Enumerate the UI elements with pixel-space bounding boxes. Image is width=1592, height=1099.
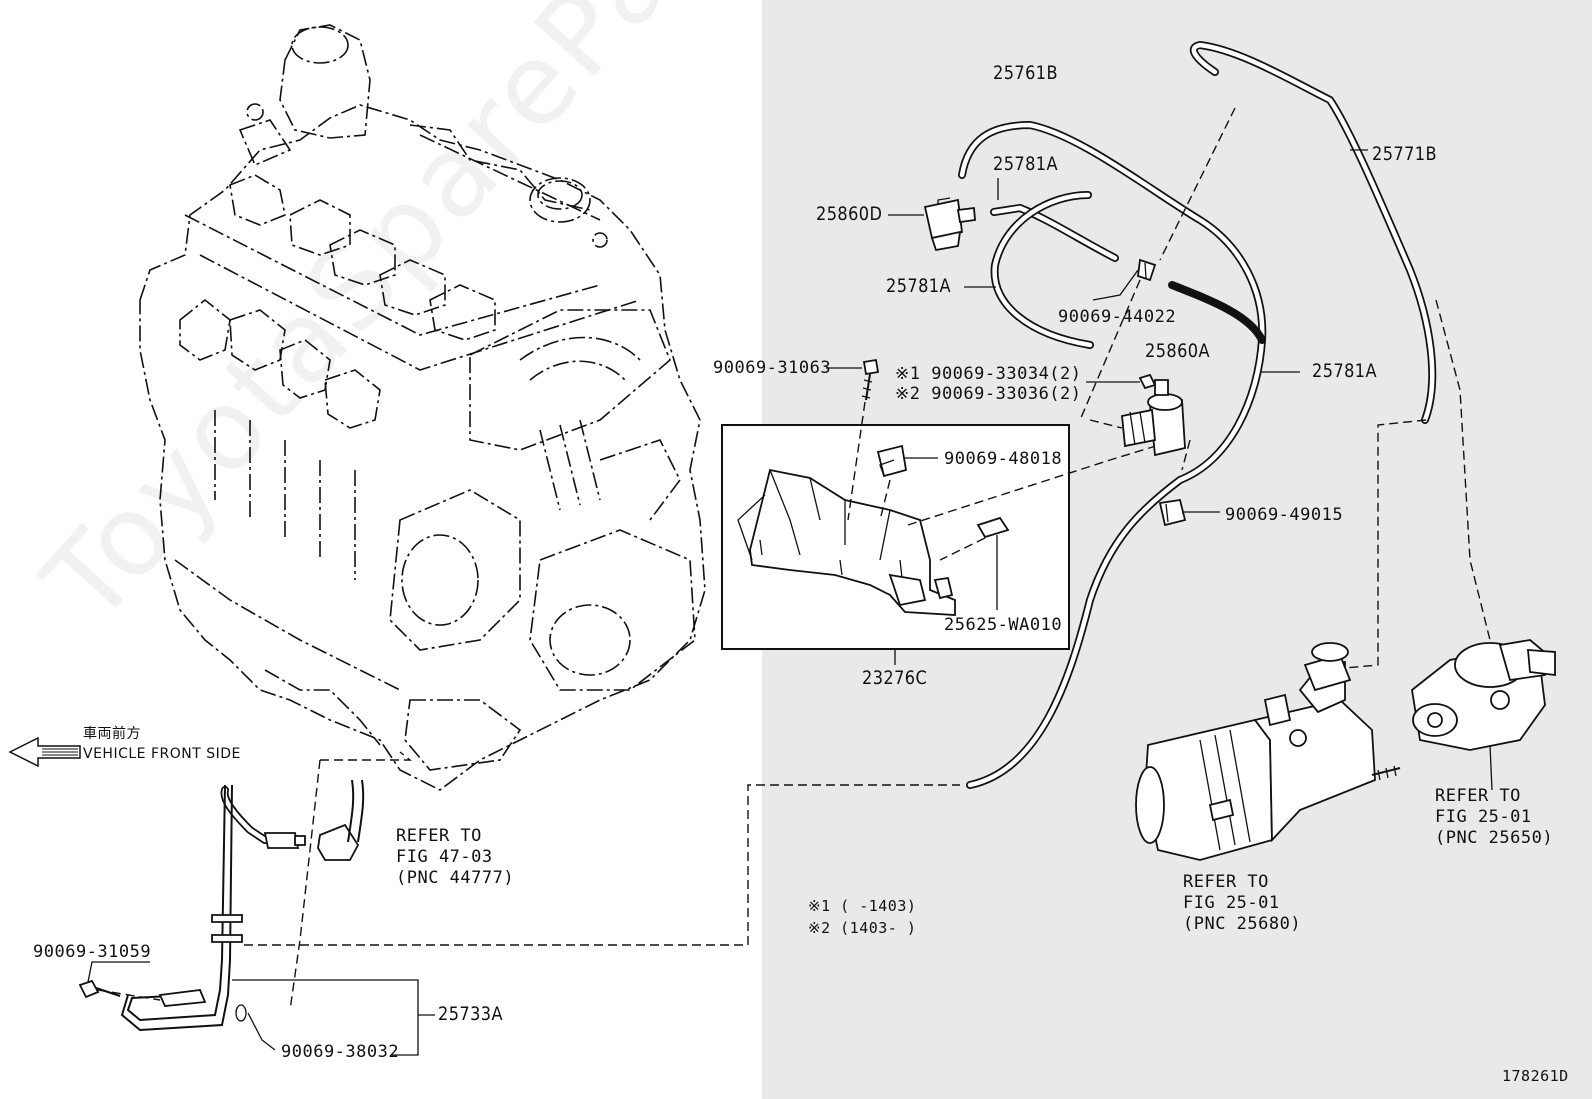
refer-line: REFER TO bbox=[396, 826, 482, 846]
label-90069-44022: 90069-44022 bbox=[1058, 307, 1177, 327]
leader-lines-left bbox=[87, 751, 960, 1056]
note-1: ※1 ( -1403) bbox=[808, 897, 917, 915]
refer-line: (PNC 25650) bbox=[1435, 828, 1554, 848]
refer-fig-25-01-cooler: REFER TO FIG 25-01 (PNC 25680) bbox=[1183, 872, 1301, 935]
label-90069-33036: ※2 90069-33036(2) bbox=[895, 384, 1082, 404]
label-90069-31063: 90069-31063 bbox=[713, 358, 832, 378]
refer-line: REFER TO bbox=[1183, 872, 1269, 892]
label-90069-49015: 90069-49015 bbox=[1225, 505, 1344, 525]
label-90069-33034: ※1 90069-33034(2) bbox=[895, 364, 1082, 384]
engine-outline bbox=[139, 24, 706, 791]
egr-cooler bbox=[1135, 642, 1401, 861]
left-arrow-icon bbox=[8, 736, 81, 768]
pipe-25733A bbox=[78, 779, 365, 1032]
clips bbox=[1137, 258, 1220, 527]
label-23276C: 23276C bbox=[862, 667, 928, 689]
vsv-25860D bbox=[923, 197, 976, 252]
refer-line: (PNC 44777) bbox=[396, 868, 515, 888]
leader-lines-bracket bbox=[826, 367, 998, 665]
label-25781A-top: 25781A bbox=[993, 153, 1058, 175]
hoses bbox=[958, 40, 1437, 789]
label-90069-31059: 90069-31059 bbox=[33, 942, 152, 962]
leader-lines-right bbox=[888, 107, 1491, 669]
label-25860D: 25860D bbox=[816, 203, 883, 225]
label-25860A: 25860A bbox=[1145, 340, 1210, 362]
label-90069-38032: 90069-38032 bbox=[281, 1042, 400, 1062]
vehicle-front-label-jp: 車両前方 bbox=[83, 726, 141, 742]
egr-valve bbox=[1411, 639, 1556, 791]
label-25781A-left: 25781A bbox=[886, 275, 951, 297]
refer-line: (PNC 25680) bbox=[1183, 914, 1302, 934]
vsv-25860A bbox=[1086, 373, 1191, 471]
label-25761B: 25761B bbox=[993, 62, 1059, 84]
label-25625-WA010: 25625-WA010 bbox=[944, 615, 1063, 635]
refer-line: REFER TO bbox=[1435, 786, 1521, 806]
note-2: ※2 (1403- ) bbox=[808, 919, 917, 937]
vehicle-front-label-en: VEHICLE FRONT SIDE bbox=[83, 746, 241, 762]
label-25733A: 25733A bbox=[438, 1003, 503, 1025]
label-90069-48018: 90069-48018 bbox=[944, 449, 1063, 469]
refer-line: FIG 25-01 bbox=[1435, 807, 1532, 827]
refer-fig-47-03: REFER TO FIG 47-03 (PNC 44777) bbox=[396, 826, 514, 889]
figure-id: 178261D bbox=[1502, 1067, 1569, 1085]
label-25771B: 25771B bbox=[1372, 143, 1438, 165]
refer-line: FIG 47-03 bbox=[396, 847, 493, 867]
refer-line: FIG 25-01 bbox=[1183, 893, 1280, 913]
refer-fig-25-01-valve: REFER TO FIG 25-01 (PNC 25650) bbox=[1435, 786, 1553, 849]
bracket-23276C bbox=[737, 358, 1183, 616]
label-25781A-right: 25781A bbox=[1312, 360, 1377, 382]
